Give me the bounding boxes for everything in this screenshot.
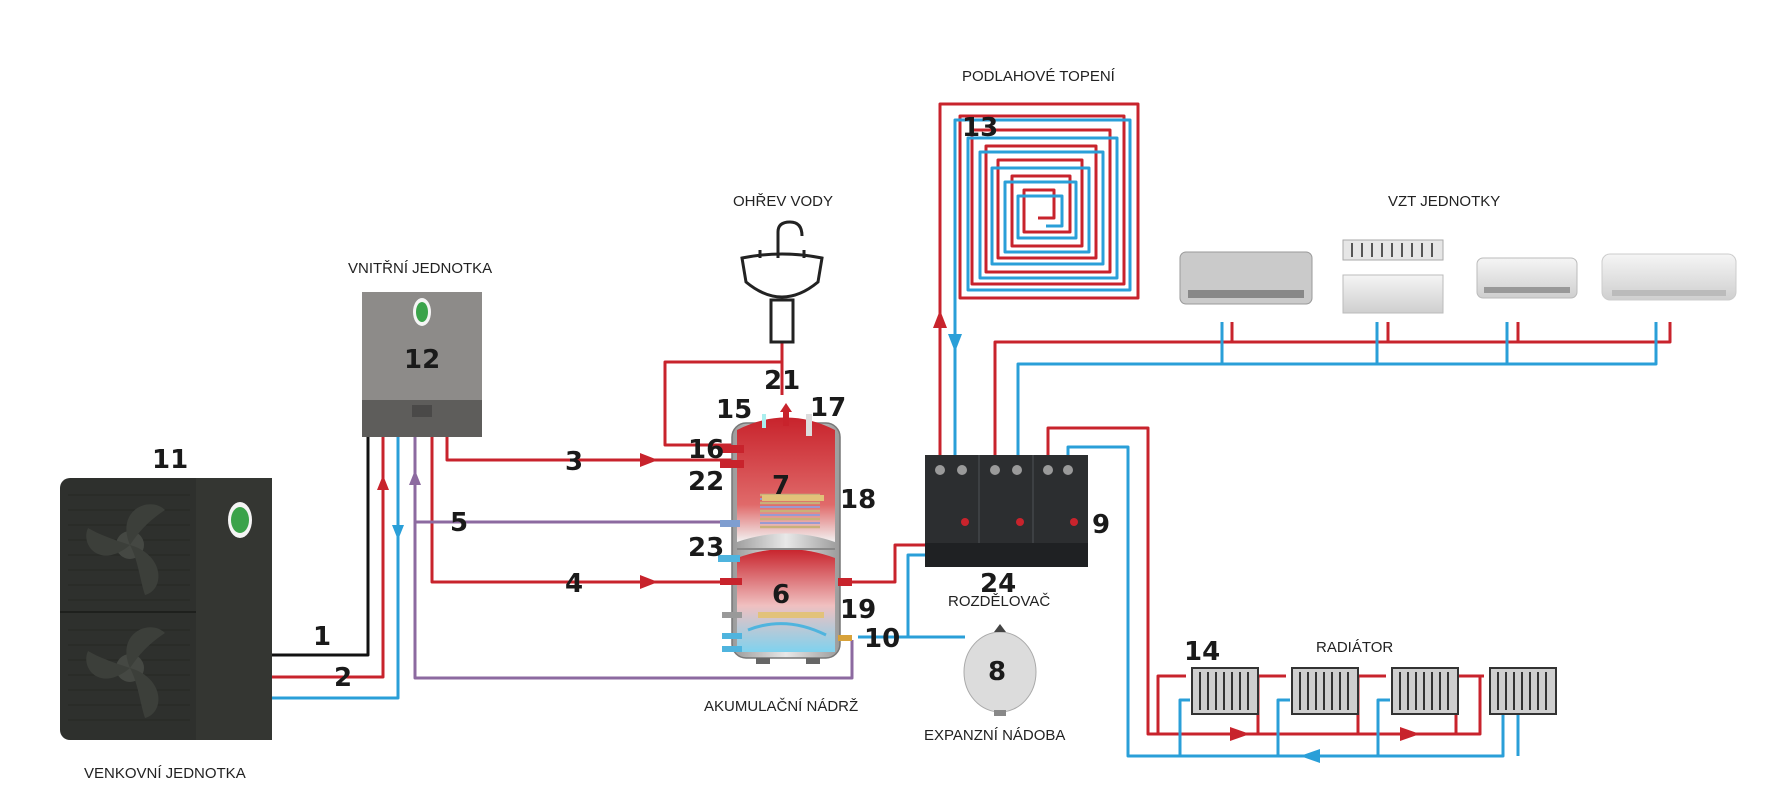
radiator <box>1391 667 1459 715</box>
pipes-outdoor-indoor <box>272 437 404 700</box>
number-3: 3 <box>565 447 583 477</box>
radiators <box>1191 667 1557 715</box>
pipes-vzt <box>993 322 1672 455</box>
logo-badge-icon <box>228 502 252 538</box>
pipes-sink <box>663 340 784 447</box>
accumulation-tank <box>718 403 852 664</box>
arrow-down-icon <box>948 334 962 352</box>
sink-icon <box>740 220 824 344</box>
pipe-vzt-supply <box>993 322 1672 455</box>
label-distributor: ROZDĚLOVAČ <box>948 593 1050 610</box>
number-15: 15 <box>716 395 752 425</box>
pipes-floor <box>933 102 1140 455</box>
number-5: 5 <box>450 508 468 538</box>
pipe-radiator-return <box>1066 445 1505 758</box>
number-9: 9 <box>1092 510 1110 540</box>
pipe-1 <box>272 437 370 657</box>
component-labels: VENKOVNÍ JEDNOTKA VNITŘNÍ JEDNOTKA OHŘEV… <box>84 68 1500 782</box>
number-2: 2 <box>334 663 352 693</box>
indoor-unit <box>362 292 482 437</box>
pipes-tank-distributor <box>848 543 965 639</box>
pipe-floor-supply <box>938 102 1140 455</box>
number-14: 14 <box>1184 637 1220 667</box>
arrow-right-icon <box>640 453 658 467</box>
number-17: 17 <box>810 393 846 423</box>
number-18: 18 <box>840 485 876 515</box>
number-16: 16 <box>688 435 724 465</box>
number-7: 7 <box>772 471 790 501</box>
radiator <box>1291 667 1359 715</box>
label-radiator: RADIÁTOR <box>1316 639 1393 656</box>
pipe-floor-return <box>953 118 1132 455</box>
vzt-units <box>1179 239 1737 314</box>
fan-icon <box>86 627 165 718</box>
number-22: 22 <box>688 467 724 497</box>
pipe-2 <box>272 437 385 679</box>
outdoor-unit <box>60 478 272 740</box>
number-6: 6 <box>772 580 790 610</box>
number-11: 11 <box>152 445 188 475</box>
pipe-4 <box>430 437 740 584</box>
radiator <box>1191 667 1259 715</box>
number-8: 8 <box>988 657 1006 687</box>
pipe-5-return <box>413 522 854 680</box>
number-24: 24 <box>980 569 1016 599</box>
arrow-right-icon <box>1230 727 1250 741</box>
arrow-down-icon <box>392 525 404 540</box>
logo-badge-icon <box>413 298 431 326</box>
expansion-vessel <box>963 624 1037 716</box>
ac-unit <box>1342 239 1444 314</box>
number-1: 1 <box>313 622 331 652</box>
ac-unit <box>1601 253 1737 301</box>
pipe-tank-return <box>858 553 930 639</box>
label-water-heating: OHŘEV VODY <box>733 193 833 210</box>
label-expansion-vessel: EXPANZNÍ NÁDOBA <box>924 727 1065 744</box>
radiator <box>1489 667 1557 715</box>
arrow-left-icon <box>1300 749 1320 763</box>
number-19: 19 <box>840 595 876 625</box>
pipe-hot-water <box>663 360 784 447</box>
fan-icon <box>86 504 165 595</box>
label-tank: AKUMULAČNÍ NÁDRŽ <box>704 698 858 715</box>
number-10: 10 <box>864 624 900 654</box>
distributor <box>925 455 1088 567</box>
pipe-return-outdoor <box>272 437 400 700</box>
label-floor-heating: PODLAHOVÉ TOPENÍ <box>962 68 1116 85</box>
number-13: 13 <box>962 113 998 143</box>
arrow-right-icon <box>640 575 658 589</box>
number-12: 12 <box>404 345 440 375</box>
arrow-right-icon <box>1400 727 1420 741</box>
arrow-up-icon <box>933 310 947 328</box>
label-indoor-unit: VNITŘNÍ JEDNOTKA <box>348 260 492 277</box>
arrow-up-icon <box>377 475 389 490</box>
label-vzt-units: VZT JEDNOTKY <box>1388 193 1500 210</box>
number-4: 4 <box>565 569 583 599</box>
component-numbers: 1 2 3 4 5 6 7 8 9 10 11 12 13 14 15 16 1… <box>152 113 1220 693</box>
arrow-up-icon <box>409 470 421 485</box>
number-23: 23 <box>688 533 724 563</box>
pipe-radiator-supply <box>1046 426 1482 736</box>
number-21: 21 <box>764 366 800 396</box>
pipe-vzt-return <box>1016 322 1658 455</box>
ac-unit <box>1476 257 1578 299</box>
pipe-tank-supply <box>848 543 930 584</box>
pipes-indoor-tank <box>409 437 854 680</box>
ac-unit <box>1179 251 1313 305</box>
label-outdoor-unit: VENKOVNÍ JEDNOTKA <box>84 765 246 782</box>
